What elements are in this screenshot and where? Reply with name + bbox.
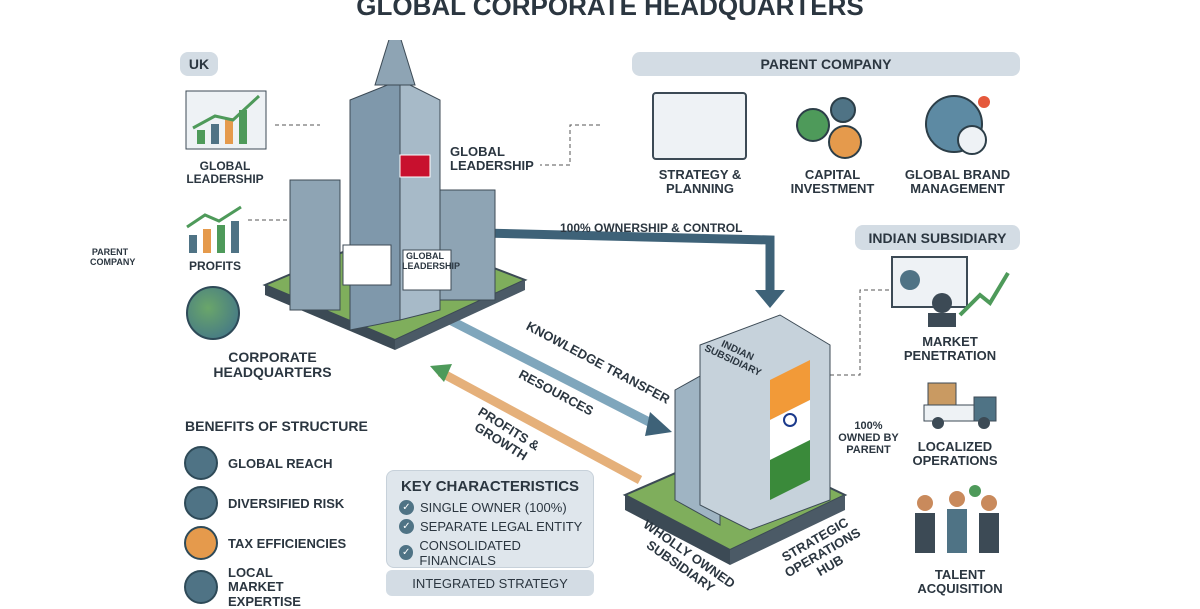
- hq-sign-parent: PARENT COMPANY: [90, 247, 136, 267]
- growth-chart-icon: [185, 90, 267, 150]
- globe-icon: [186, 286, 240, 340]
- currency-coins-icon: [796, 97, 862, 159]
- benefit-item: GLOBAL REACH: [184, 446, 384, 480]
- ownership-arrow: [439, 227, 775, 295]
- benefit-item: TAX EFFICIENCIES: [184, 526, 384, 560]
- subsidiary-building: [622, 314, 848, 565]
- hq-sign-leadership: GLOBAL LEADERSHIP: [402, 251, 461, 271]
- subsidiary-item-label: LOCALIZED OPERATIONS: [912, 439, 998, 469]
- leadership-callout: GLOBAL LEADERSHIP: [450, 144, 534, 174]
- globe-icon: [184, 446, 218, 480]
- hq-label: CORPORATE HEADQUARTERS: [213, 349, 332, 381]
- benefit-label: GLOBAL REACH: [228, 455, 333, 471]
- key-item: ✓ SINGLE OWNER (100%): [399, 499, 593, 515]
- brand-globe-icon: [925, 95, 990, 155]
- check-icon: ✓: [399, 518, 414, 534]
- benefit-label: LOCAL MARKET EXPERTISE: [228, 565, 301, 609]
- owned-note: 100% OWNED BY PARENT: [838, 420, 899, 457]
- key-item-label: SEPARATE LEGAL ENTITY: [420, 518, 583, 534]
- delivery-truck-icon: [923, 382, 997, 429]
- key-item: ✓ SEPARATE LEGAL ENTITY: [399, 518, 593, 534]
- key-title: KEY CHARACTERISTICS: [400, 478, 580, 495]
- benefit-label: TAX EFFICIENCIES: [228, 535, 347, 551]
- key-item-label: CONSOLIDATED FINANCIALS: [419, 537, 521, 568]
- uk-flag-icon: [399, 154, 431, 178]
- ownership-label: 100% OWNERSHIP & CONTROL: [560, 221, 743, 235]
- uk-item-label: GLOBAL LEADERSHIP: [186, 159, 264, 187]
- indian-subsidiary-label: INDIAN SUBSIDIARY: [855, 225, 1020, 250]
- parent-item-label: STRATEGY & PLANNING: [658, 167, 742, 197]
- key-characteristics-panel: KEY CHARACTERISTICS ✓ SINGLE OWNER (100%)…: [386, 470, 594, 568]
- strategy-gears-icon: [652, 92, 747, 160]
- check-icon: ✓: [399, 545, 414, 560]
- parent-item-label: GLOBAL BRAND MANAGEMENT: [904, 167, 1011, 197]
- integrated-strategy-footer: INTEGRATED STRATEGY: [386, 570, 594, 596]
- team-people-icon: [915, 485, 999, 553]
- subsidiary-item-label: TALENT ACQUISITION: [917, 567, 1003, 597]
- benefits-title: BENEFITS OF STRUCTURE: [185, 418, 368, 434]
- headquarters-building: [262, 40, 528, 350]
- connector-lines: [248, 124, 890, 376]
- uk-item-label: PROFITS: [188, 259, 241, 273]
- handshake-icon: [184, 570, 218, 605]
- check-icon: ✓: [399, 499, 414, 515]
- profits-chart-icon: [186, 205, 242, 253]
- market-analyst-icon: [891, 256, 1010, 327]
- benefits-list: GLOBAL REACH DIVERSIFIED RISK TAX EFFICI…: [184, 446, 384, 609]
- page-title: GLOBAL CORPORATE HEADQUARTERS: [356, 0, 864, 21]
- knowledge-arrow: [437, 310, 658, 430]
- profits-arrow: [437, 368, 643, 484]
- parent-company-label: PARENT COMPANY: [632, 52, 1020, 76]
- subsidiary-item-label: MARKET PENETRATION: [903, 334, 997, 364]
- benefit-item: LOCAL MARKET EXPERTISE: [184, 565, 384, 609]
- uk-label: UK: [180, 52, 218, 76]
- key-item: ✓ CONSOLIDATED FINANCIALS: [399, 538, 593, 568]
- benefit-label: DIVERSIFIED RISK: [228, 495, 345, 511]
- benefit-item: DIVERSIFIED RISK: [184, 486, 384, 520]
- ownership-arrow-head: [755, 290, 785, 308]
- scales-icon: [184, 486, 218, 520]
- key-item-label: SINGLE OWNER (100%): [420, 499, 567, 515]
- coins-icon: [184, 526, 218, 560]
- parent-item-label: CAPITAL INVESTMENT: [790, 167, 875, 197]
